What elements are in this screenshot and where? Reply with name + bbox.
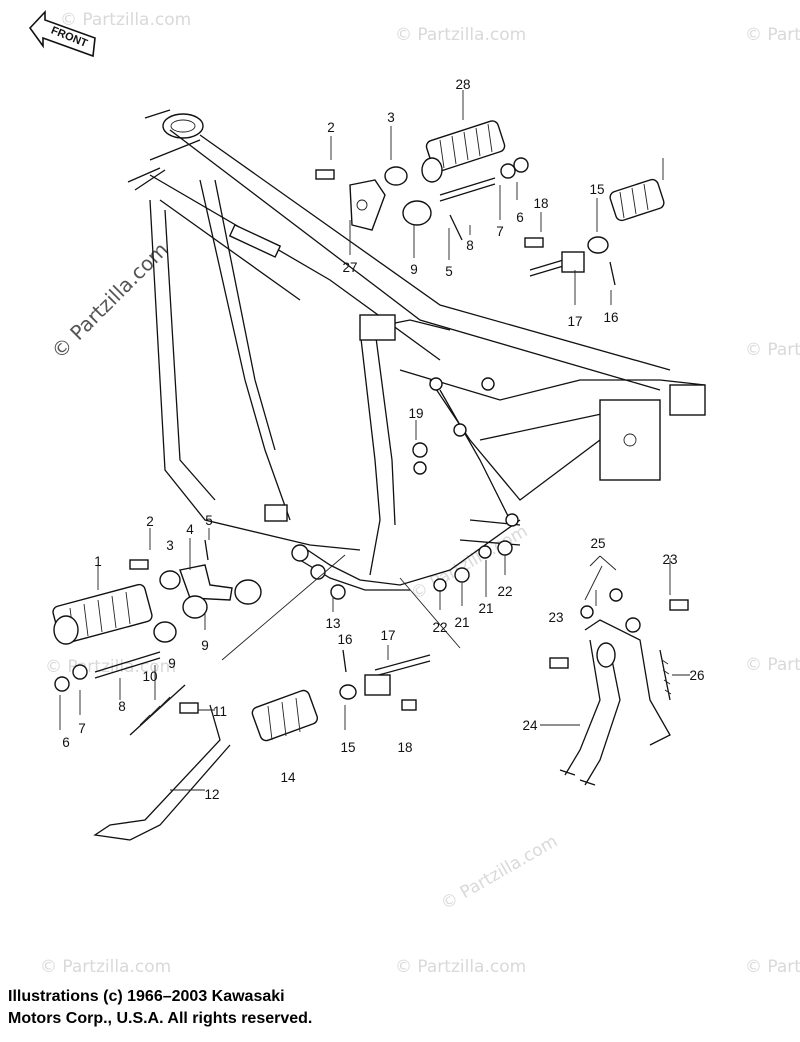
callout-5: 5 (205, 513, 213, 528)
watermark: © Partzilla.com (745, 25, 800, 45)
callout-15: 15 (340, 740, 355, 755)
callout-12: 12 (204, 787, 219, 802)
rear-footpeg-assembly-upper (315, 120, 665, 475)
callout-23: 23 (662, 552, 677, 567)
callout-18: 18 (533, 196, 548, 211)
watermark: © Partzilla.com (745, 340, 800, 360)
callout-28: 28 (455, 77, 470, 92)
callout-2: 2 (327, 120, 335, 135)
callout-14: 14 (280, 770, 296, 785)
callout-22: 22 (497, 584, 512, 599)
callout-17: 17 (567, 314, 582, 329)
callout-6: 6 (62, 735, 70, 750)
center-stand (549, 588, 689, 786)
callout-18: 18 (397, 740, 412, 755)
callout-13: 13 (325, 616, 340, 631)
callout-6: 6 (516, 210, 524, 225)
leader-lines (59, 90, 690, 791)
watermark: © Partzilla.com (395, 25, 526, 45)
callout-15: 15 (589, 182, 604, 197)
callout-3: 3 (387, 110, 395, 125)
watermark: © Partzilla.com (60, 10, 191, 30)
watermark: © Partzilla.com (408, 521, 532, 604)
callout-21: 21 (478, 601, 493, 616)
copyright-line-2: Motors Corp., U.S.A. All rights reserved… (8, 1010, 313, 1027)
watermark: © Partzilla.com (395, 957, 526, 977)
callout-7: 7 (496, 224, 504, 239)
callout-17: 17 (380, 628, 395, 643)
callout-19: 19 (408, 406, 423, 421)
callout-5: 5 (445, 264, 453, 279)
callout-9: 9 (168, 656, 176, 671)
watermark-layer: © Partzilla.com © Partzilla.com © Partzi… (40, 10, 800, 977)
watermark: © Partzilla.com (745, 957, 800, 977)
callout-10: 10 (142, 669, 157, 684)
callout-23: 23 (548, 610, 563, 625)
callout-4: 4 (186, 522, 194, 537)
callout-labels: 1 2 2 3 3 4 5 5 6 6 7 7 8 8 9 9 9 10 11 … (62, 77, 704, 802)
callout-22: 22 (432, 620, 447, 635)
motorcycle-frame (127, 109, 706, 591)
front-footpeg-assembly (52, 539, 513, 841)
callout-8: 8 (118, 699, 126, 714)
callout-25: 25 (590, 536, 605, 551)
callout-2: 2 (146, 514, 154, 529)
callout-26: 26 (689, 668, 704, 683)
callout-7: 7 (78, 721, 86, 736)
callout-16: 16 (337, 632, 352, 647)
callout-3: 3 (166, 538, 174, 553)
callout-8: 8 (466, 238, 474, 253)
callout-9: 9 (201, 638, 209, 653)
callout-9: 9 (410, 262, 418, 277)
callout-11: 11 (213, 704, 227, 719)
callout-27: 27 (342, 260, 357, 275)
watermark: © Partzilla.com (438, 831, 562, 914)
watermark: © Partzilla.com (745, 655, 800, 675)
callout-16: 16 (603, 310, 618, 325)
copyright-line-1: Illustrations (c) 1966–2003 Kawasaki (8, 988, 285, 1005)
callout-21: 21 (454, 615, 469, 630)
callout-1: 1 (94, 554, 102, 569)
watermark: © Partzilla.com (40, 957, 171, 977)
callout-24: 24 (522, 718, 538, 733)
copyright-notice: Illustrations (c) 1966–2003 Kawasaki Mot… (8, 986, 568, 1030)
